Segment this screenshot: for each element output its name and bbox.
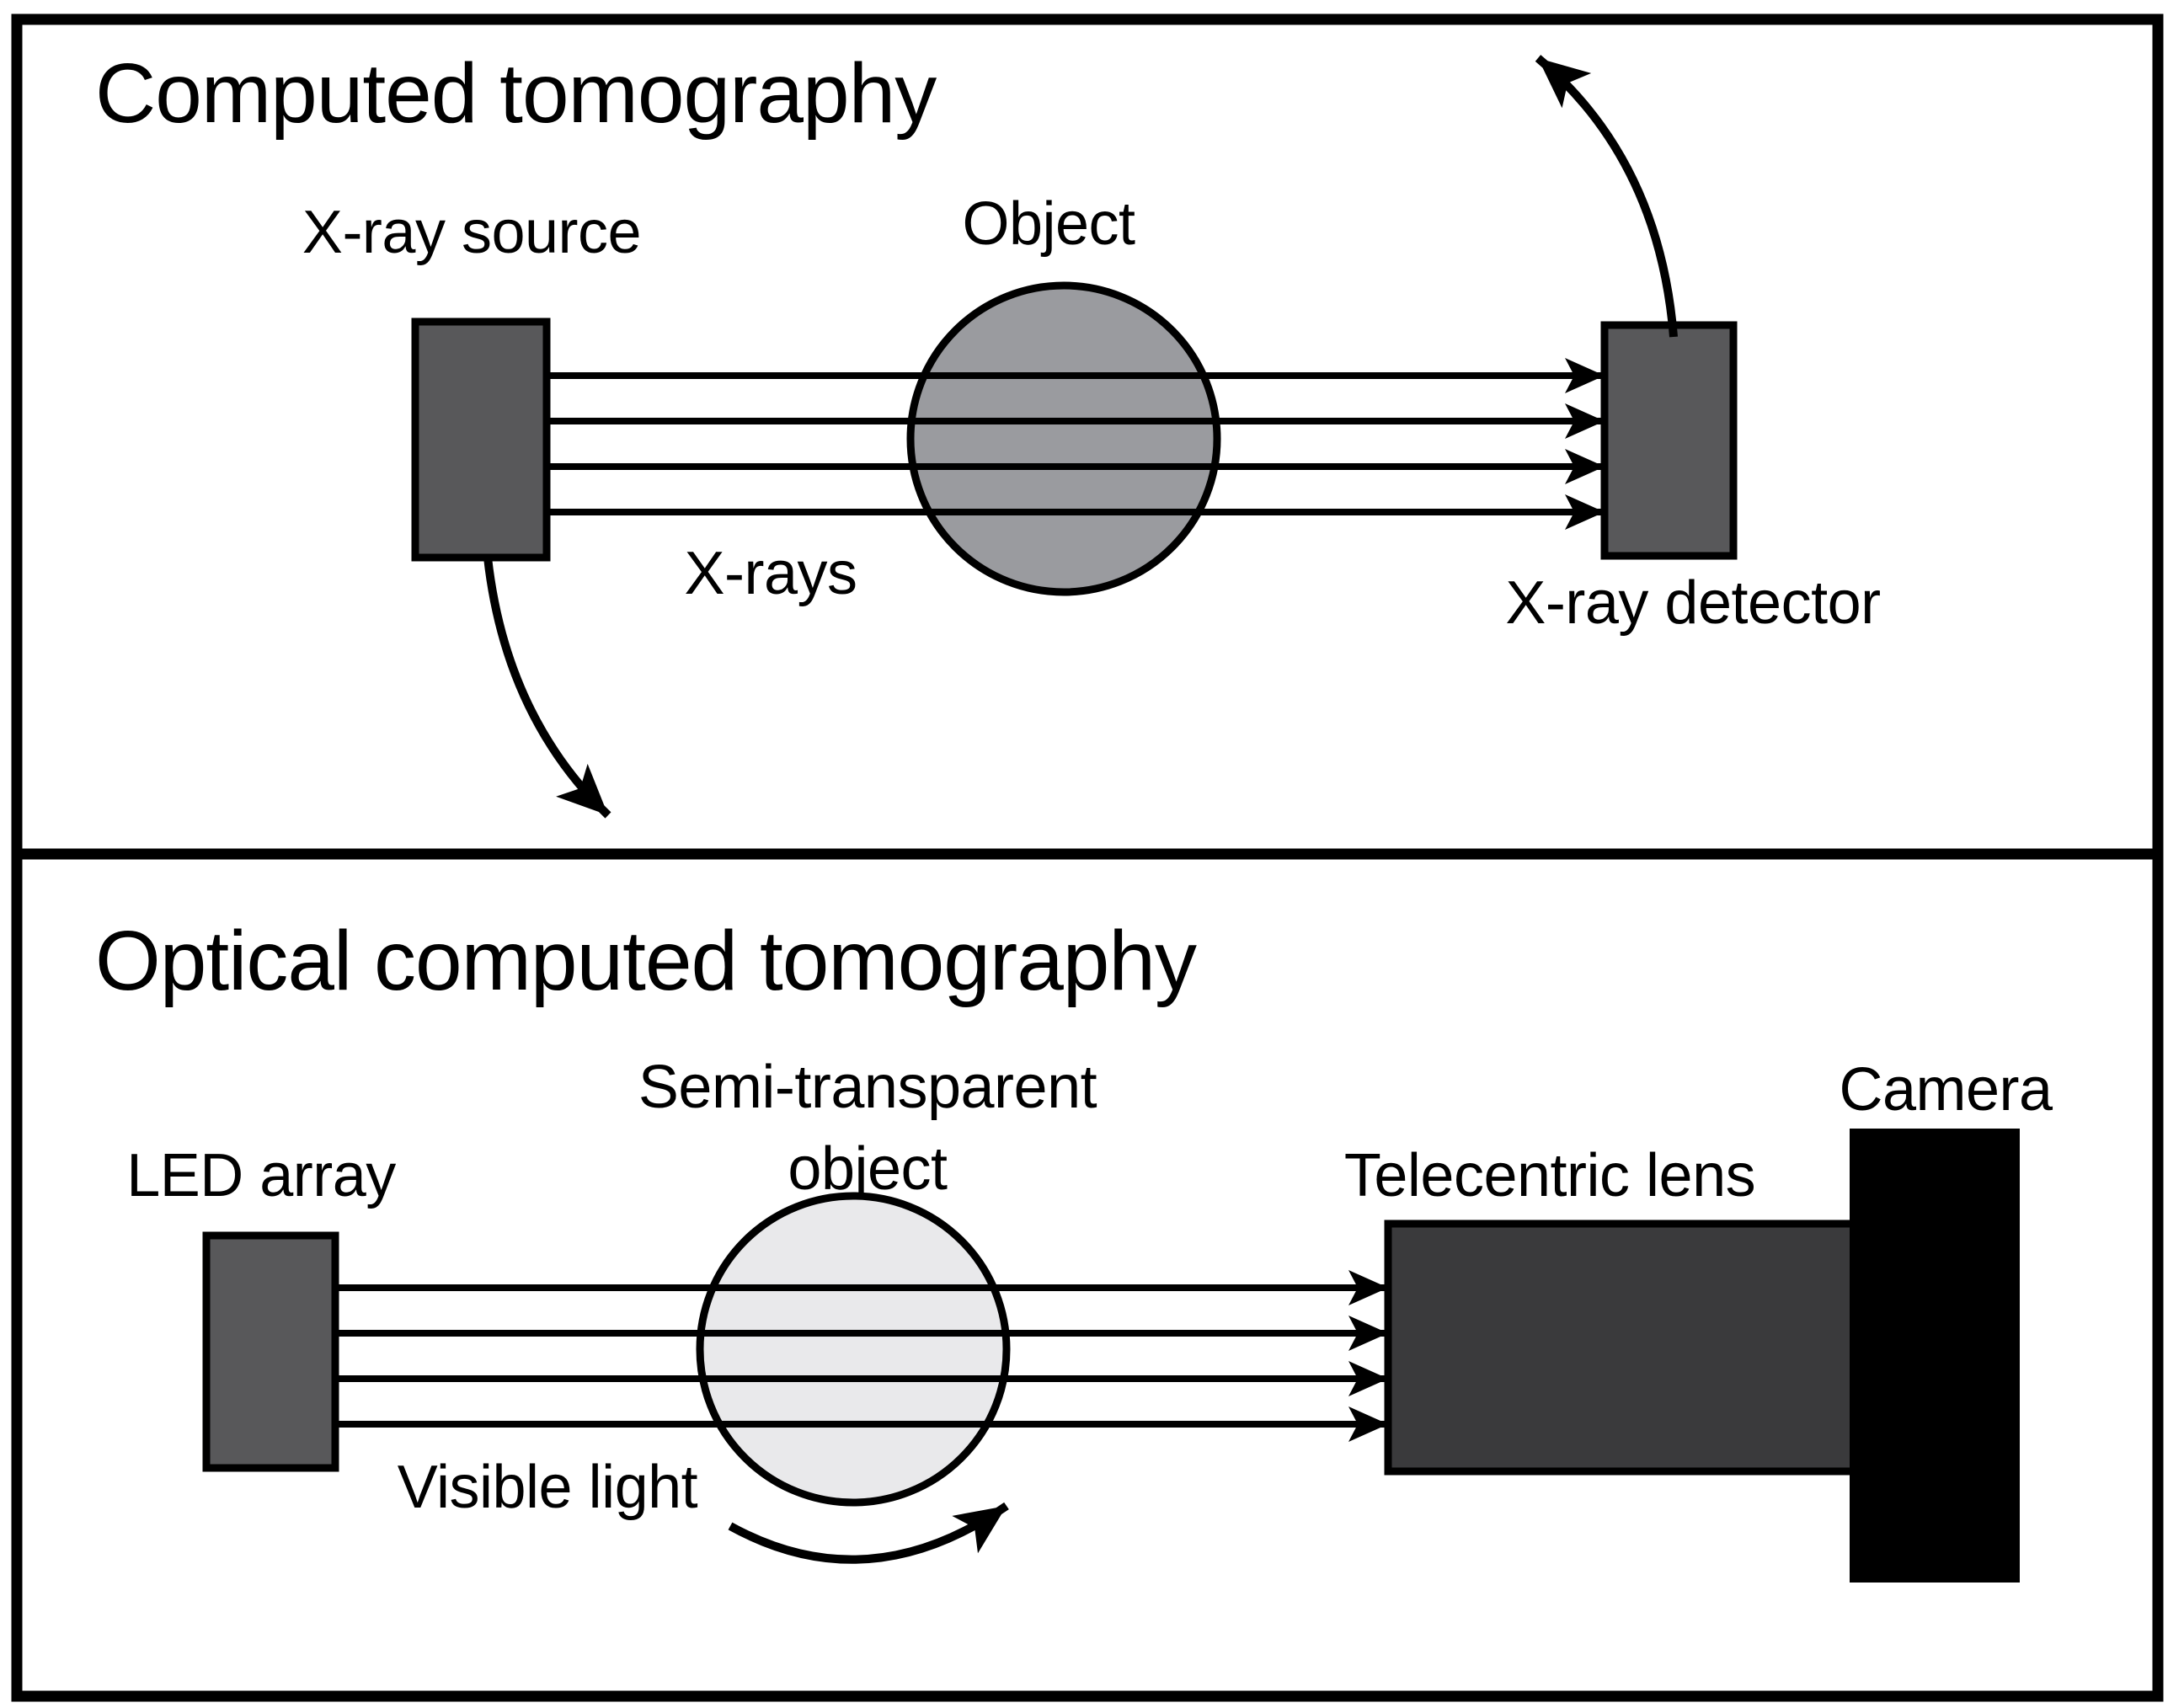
semi-object-label-line1: Semi-transparent xyxy=(638,1054,1097,1121)
telecentric-lens-label: Telecentric lens xyxy=(1344,1142,1755,1209)
led-array-label: LED array xyxy=(126,1142,396,1209)
camera-label: Camera xyxy=(1839,1056,2053,1124)
object-circle xyxy=(906,281,1221,596)
semi-object-circle xyxy=(696,1192,1011,1507)
source-rotation-arrow-icon xyxy=(483,557,611,819)
object-rotation-arrow-icon xyxy=(728,1502,1009,1564)
oct-panel: Optical computed tomography LED array Se… xyxy=(11,848,2164,1702)
oct-panel-title: Optical computed tomography xyxy=(95,914,1197,1008)
led-array-rect xyxy=(202,1231,339,1472)
xray-beams xyxy=(547,358,1605,530)
semi-object-label-line2: object xyxy=(788,1135,948,1203)
object-label: Object xyxy=(962,190,1135,258)
xray-source-rect xyxy=(411,318,551,562)
camera-rect xyxy=(1850,1129,2020,1583)
visible-light-label: Visible light xyxy=(398,1454,698,1521)
ct-panel: Computed tomography X-ray source Object … xyxy=(11,13,2164,860)
visible-light-beams xyxy=(335,1270,1388,1442)
xrays-label: X-rays xyxy=(684,540,857,607)
xray-detector-rect xyxy=(1600,321,1738,560)
telecentric-lens-rect xyxy=(1384,1220,1864,1476)
xray-source-label: X-ray source xyxy=(302,199,641,266)
detector-rotation-arrow-icon xyxy=(1535,55,1678,338)
ct-panel-title: Computed tomography xyxy=(95,46,937,141)
xray-detector-label: X-ray detector xyxy=(1505,569,1880,637)
